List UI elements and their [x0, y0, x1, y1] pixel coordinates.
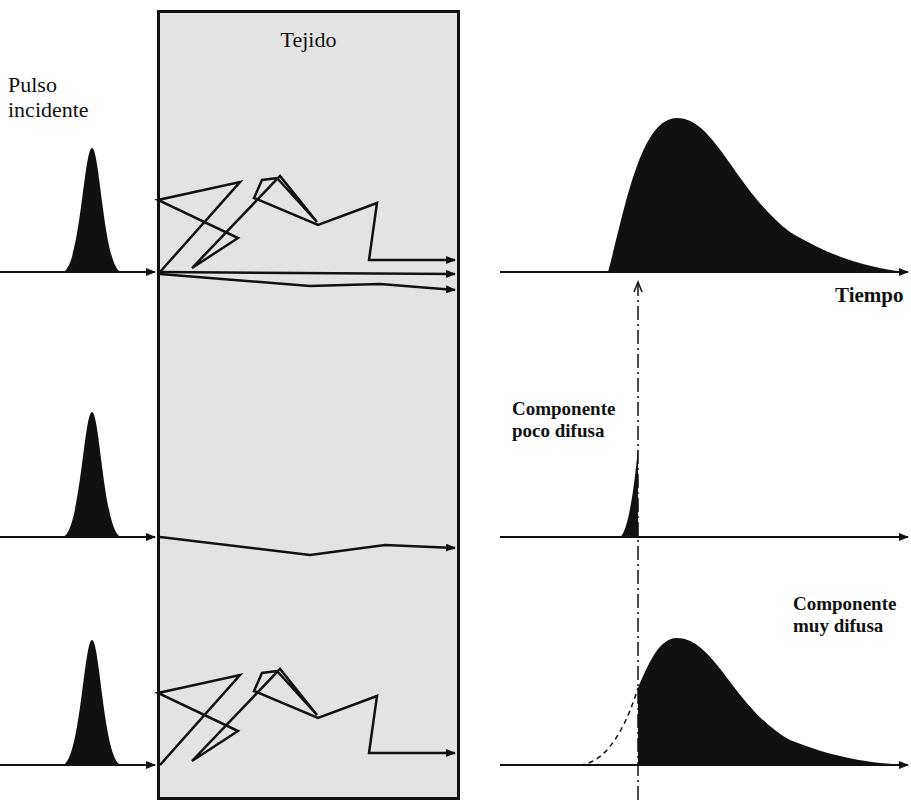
dashed-rise	[580, 688, 638, 765]
incident-pulses	[62, 148, 122, 765]
axis-label: Tiempo	[835, 283, 907, 307]
component-label: Componente poco difusa	[512, 398, 634, 442]
photon-paths	[158, 176, 455, 765]
time-axes	[500, 272, 908, 765]
output-pulses	[608, 118, 905, 765]
input-axes	[0, 272, 155, 765]
time-marker-tip	[634, 282, 642, 292]
region-label: Tejido	[160, 27, 457, 53]
tissue-box: Tejido	[157, 10, 460, 800]
component-label: Componente muy difusa	[793, 593, 907, 637]
tissue-fill	[157, 10, 460, 800]
time-marker	[637, 282, 639, 800]
pulse-label: Pulso incidente	[8, 72, 113, 123]
